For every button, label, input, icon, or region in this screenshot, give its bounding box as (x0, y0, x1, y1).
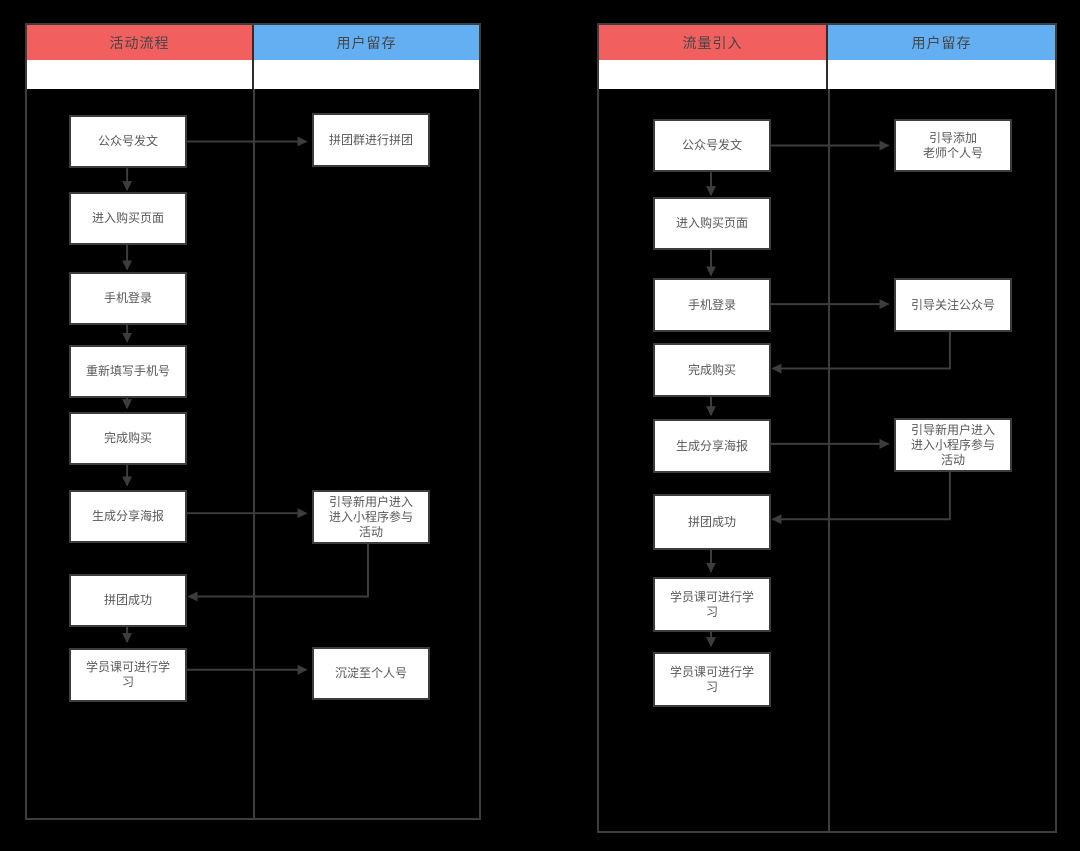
swimlane-traffic-intake: 流量引入 用户留存 公众号发文 (597, 23, 1057, 833)
flow-node: 重新填写手机号 (69, 345, 187, 398)
lane-divider (253, 89, 255, 818)
subheader-cell (252, 60, 479, 89)
flow-node: 公众号发文 (69, 115, 187, 168)
retention-node: 引导添加 老师个人号 (894, 119, 1012, 172)
flow-node: 完成购买 (69, 412, 187, 465)
retention-node: 拼团群进行拼团 (312, 113, 430, 167)
lane-header-user-retention: 用户留存 (826, 25, 1055, 60)
lane-header-activity-flow: 活动流程 (27, 25, 252, 60)
retention-node: 沉淀至个人号 (312, 647, 430, 700)
flow-node: 手机登录 (653, 278, 771, 332)
retention-node: 引导新用户进入 进入小程序参与 活动 (894, 418, 1012, 472)
flow-node: 学员课可进行学 习 (653, 577, 771, 632)
lane-header-row: 流量引入 用户留存 (599, 25, 1055, 60)
flow-node: 拼团成功 (653, 494, 771, 550)
flow-node: 拼团成功 (69, 574, 187, 627)
flow-node: 完成购买 (653, 343, 771, 397)
lane-subheader-band (599, 60, 1055, 89)
lane-header-row: 活动流程 用户留存 (27, 25, 479, 60)
lane-header-user-retention: 用户留存 (252, 25, 479, 60)
lane-header-traffic-intake: 流量引入 (599, 25, 826, 60)
subheader-cell (27, 60, 252, 89)
subheader-cell (826, 60, 1055, 89)
flow-node: 生成分享海报 (69, 490, 187, 543)
retention-node: 引导新用户进入 进入小程序参与 活动 (312, 490, 430, 544)
lane-subheader-band (27, 60, 479, 89)
flow-node: 进入购买页面 (69, 192, 187, 245)
flow-node: 公众号发文 (653, 119, 771, 172)
flow-node: 学员课可进行学 习 (653, 652, 771, 707)
subheader-cell (599, 60, 826, 89)
lane-divider (828, 89, 830, 831)
retention-node: 引导关注公众号 (894, 278, 1012, 332)
flow-node: 进入购买页面 (653, 197, 771, 250)
connector-lines (706, 140, 951, 648)
flow-node: 生成分享海报 (653, 419, 771, 473)
flow-node: 学员课可进行学 习 (69, 648, 187, 702)
swimlane-activity-flow: 活动流程 用户留存 公众号发文 (25, 23, 481, 820)
flow-node: 手机登录 (69, 272, 187, 325)
